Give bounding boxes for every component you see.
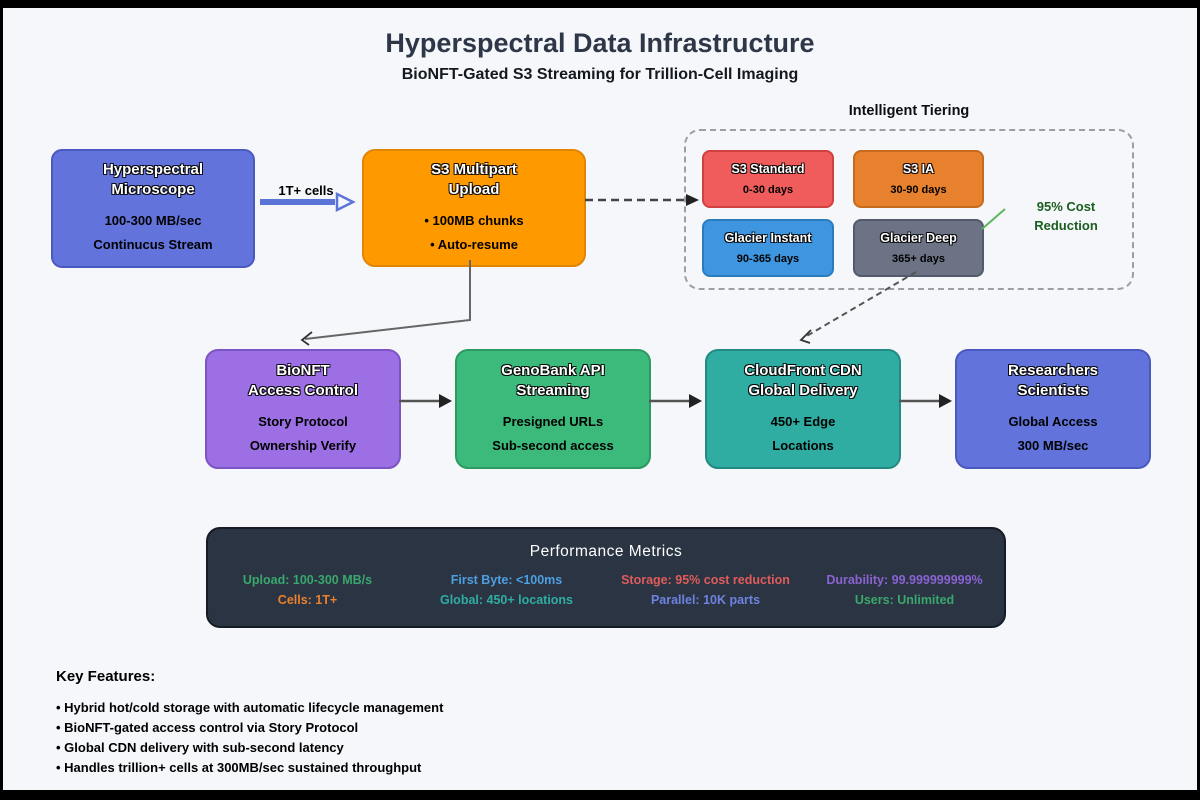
node-s3-multipart-upload: S3 Multipart Upload • 100MB chunks • Aut… [362,149,586,267]
tier-title: Glacier Deep [880,231,957,245]
tier-title: S3 IA [902,162,935,176]
tier-glacier-deep: Glacier Deep 365+ days [853,219,984,277]
key-feature-item: • Hybrid hot/cold storage with automatic… [56,700,444,715]
node-title: CloudFront CDN Global Delivery [744,361,862,399]
tier-duration: 90-365 days [736,253,800,265]
metric-storage: Storage: 95% cost reduction [621,573,790,587]
key-features-heading: Key Features: [56,668,156,685]
metric-parallel: Parallel: 10K parts [650,593,761,607]
tier-s3-standard: S3 Standard 0-30 days [702,150,834,208]
metric-global: Global: 450+ locations [439,593,574,607]
node-genobank-api-streaming: GenoBank API Streaming Presigned URLs Su… [455,349,651,469]
tier-glacier-instant: Glacier Instant 90-365 days [702,219,834,277]
key-feature-item: • Handles trillion+ cells at 300MB/sec s… [56,760,422,775]
genobank-to-cloudfront-arrowhead [689,394,702,408]
key-feature-item: • Global CDN delivery with sub-second la… [56,740,344,755]
node-detail: Global Access 300 MB/sec [1008,413,1098,453]
node-title: GenoBank API Streaming [501,361,605,399]
metric-first-byte: First Byte: <100ms [450,573,563,587]
node-bionft-access-control: BioNFT Access Control Story Protocol Own… [205,349,401,469]
tier-title: Glacier Instant [724,231,812,245]
performance-metrics-panel: Performance Metrics Upload: 100-300 MB/s… [206,527,1006,628]
node-hyperspectral-microscope: Hyperspectral Microscope 100-300 MB/sec … [51,149,255,268]
upload-to-bionft-arrowhead [300,331,313,346]
node-title: Researchers Scientists [1007,361,1099,399]
page-subtitle: BioNFT-Gated S3 Streaming for Trillion-C… [401,66,799,83]
cost-reduction-note: 95% Cost Reduction [1034,199,1098,233]
tier-duration: 0-30 days [742,184,794,196]
cells-arrow-label: 1T+ cells [278,183,334,198]
metric-upload: Upload: 100-300 MB/s [242,573,373,587]
upload-to-bionft-connector [304,260,471,340]
tier-s3-ia: S3 IA 30-90 days [853,150,984,208]
node-researchers-scientists: Researchers Scientists Global Access 300… [955,349,1151,469]
tier-duration: 30-90 days [890,184,947,196]
bionft-to-genobank-arrowhead [439,394,452,408]
tier-duration: 365+ days [892,253,945,265]
node-detail: 450+ Edge Locations [770,413,836,453]
node-detail: 100-300 MB/sec Continucus Stream [93,213,213,252]
node-cloudfront-cdn: CloudFront CDN Global Delivery 450+ Edge… [705,349,901,469]
key-feature-item: • BioNFT-gated access control via Story … [56,720,359,735]
metric-durability: Durability: 99.999999999% [826,573,983,587]
metrics-title: Performance Metrics [529,543,683,560]
tier-title: S3 Standard [731,162,805,176]
node-title: Hyperspectral Microscope [102,161,204,198]
tiering-to-cloudfront-arrowhead [799,329,812,344]
tiering-group-label: Intelligent Tiering [848,103,970,119]
cloudfront-to-researchers-arrowhead [939,394,952,408]
node-detail: Story Protocol Ownership Verify [249,413,357,453]
metric-cells: Cells: 1T+ [277,593,338,607]
node-title: S3 Multipart Upload [431,160,517,198]
metric-users: Users: Unlimited [854,593,955,607]
node-title: BioNFT Access Control [247,361,359,399]
page-title: Hyperspectral Data Infrastructure [385,28,815,58]
node-detail: Presigned URLs Sub-second access [492,413,614,453]
node-detail: • 100MB chunks • Auto-resume [424,212,524,252]
metrics-grid: Upload: 100-300 MB/s First Byte: <100ms … [208,571,1004,610]
